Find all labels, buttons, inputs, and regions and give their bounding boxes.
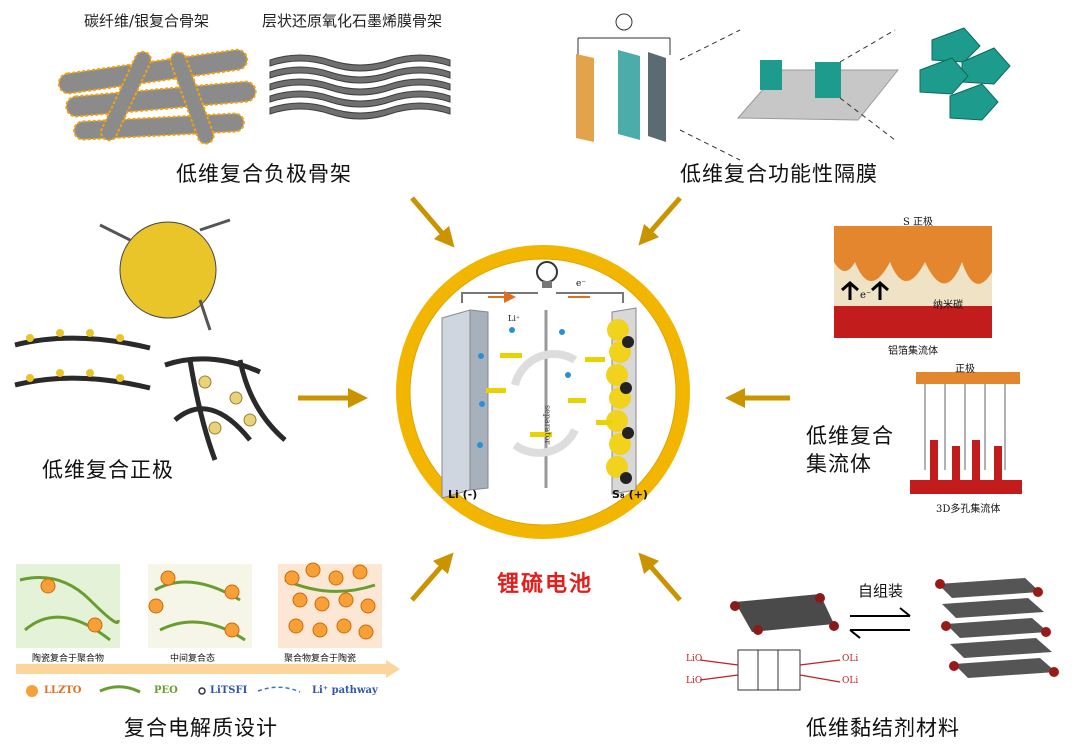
electron-label: e⁻: [576, 279, 587, 289]
light-bulb-icon: [536, 261, 558, 288]
arrow-bottom-left: [410, 552, 454, 602]
sulfur-spheres: [606, 319, 634, 484]
electrolyte-stage2: 中间复合态: [170, 654, 216, 664]
collector-title-line1: 低维复合: [806, 424, 894, 448]
legend-peo: PEO: [154, 685, 178, 696]
separator-title: 低维复合功能性隔膜: [680, 162, 878, 186]
anode-framework-title: 低维复合负极骨架: [176, 162, 352, 186]
arrow-top-right: [638, 196, 682, 246]
binder-lio1: LiO: [686, 654, 703, 664]
electrolyte-stage1: 陶瓷复合于聚合物: [32, 654, 105, 664]
collector-e-label: e⁻: [860, 290, 872, 301]
collector-electrode-label: 正极: [955, 364, 975, 375]
collector-top-label: S 正极: [903, 217, 934, 228]
binder-title: 低维黏结剂材料: [806, 716, 960, 740]
electrolyte-title: 复合电解质设计: [124, 716, 278, 740]
anode-sub1: 碳纤维/银复合骨架: [84, 12, 210, 30]
anode-label: Li (-): [448, 488, 478, 501]
cathode-label: S₈ (+): [612, 488, 648, 501]
collector-bottom-label: 铝箔集流体: [888, 346, 938, 357]
arrow-top-left: [410, 196, 455, 248]
legend-litfsi: LiTSFI: [210, 685, 248, 696]
legend-path: Li⁺ pathway: [312, 685, 378, 696]
center-title: 锂硫电池: [497, 572, 594, 597]
anode-sub2: 层状还原氧化石墨烯膜骨架: [262, 12, 443, 30]
collector-porous-label: 3D多孔集流体: [936, 504, 1001, 515]
binder-oli1: OLi: [842, 654, 859, 664]
collector-title-line2: 集流体: [806, 452, 872, 476]
binder-lio2: LiO: [686, 676, 703, 686]
li-ion-label: Li⁺: [508, 314, 521, 323]
cathode-title: 低维复合正极: [42, 458, 174, 482]
self-assembly-label: 自组装: [858, 582, 904, 600]
collector-mid-label: 纳米碳: [933, 300, 963, 311]
legend-llzto: LLZTO: [44, 685, 82, 696]
binder-oli2: OLi: [842, 676, 859, 686]
electrolyte-stage3: 聚合物复合于陶瓷: [284, 654, 357, 664]
arrow-bottom-right: [638, 552, 682, 602]
